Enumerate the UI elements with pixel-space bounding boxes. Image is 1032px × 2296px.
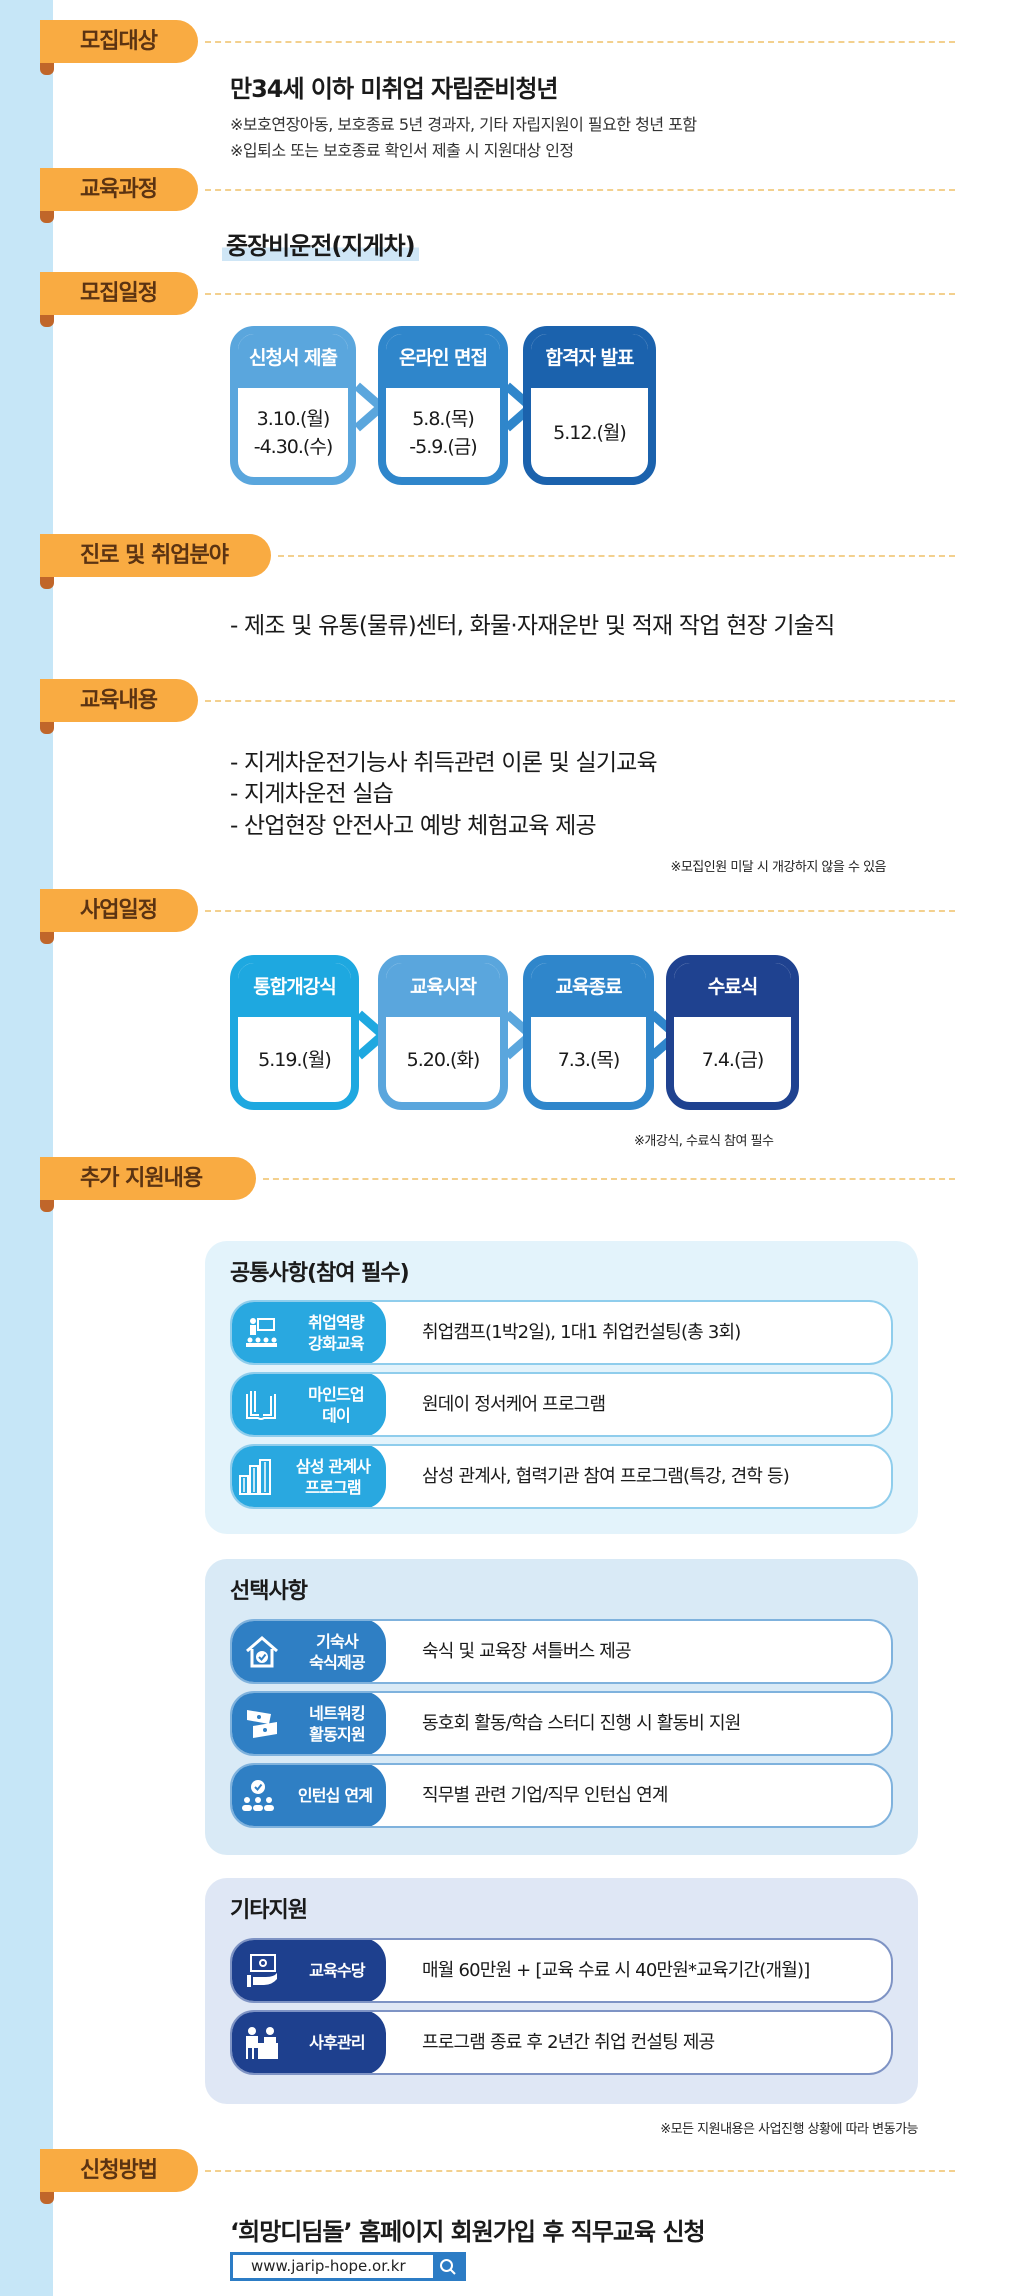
website-url[interactable]: www.jarip-hope.or.kr: [251, 2257, 406, 2275]
row-label: 취업역량 강화교육: [308, 1312, 364, 1353]
step-date: -4.30.(수): [253, 435, 334, 458]
recruit-step: 신청서 제출 3.10.(월) -4.30.(수): [230, 326, 356, 485]
section-tag-course: 교육과정: [40, 168, 198, 223]
support-row: 마인드업 데이 원데이 정서케어 프로그램: [230, 1372, 893, 1437]
panel-title: 기타지원: [230, 1898, 308, 1923]
recruit-step: 온라인 면접 5.8.(목) -5.9.(금): [378, 326, 508, 485]
support-row: 인턴십 연계 직무별 관련 기업/직무 인턴십 연계: [230, 1763, 893, 1828]
section-tag-apply: 신청방법: [40, 2149, 198, 2204]
row-label: 네트워킹 활동지원: [309, 1703, 365, 1744]
target-title: 만34세 이하 미취업 자립준비청년: [230, 75, 559, 103]
content-line: - 산업현장 안전사고 예방 체험교육 제공: [230, 813, 597, 839]
project-step: 통합개강식 5.19.(월): [230, 955, 359, 1110]
step-label: 수료식: [674, 963, 791, 1017]
content-line: - 지게차운전 실습: [230, 781, 394, 807]
row-description: 동호회 활동/학습 스터디 진행 시 활동비 지원: [422, 1713, 741, 1734]
content-line: - 지게차운전기능사 취득관련 이론 및 실기교육: [230, 750, 658, 776]
apply-title: ‘희망디딤돌’ 홈페이지 회원가입 후 직무교육 신청: [230, 2218, 706, 2246]
house-icon: [246, 1635, 278, 1667]
support-row: 삼성 관계사 프로그램 삼성 관계사, 협력기관 참여 프로그램(특강, 견학 …: [230, 1444, 893, 1509]
divider: [205, 41, 955, 43]
lecture-icon: [246, 1317, 277, 1347]
left-decorative-stripe: [0, 0, 53, 2296]
divider: [205, 189, 955, 191]
divider: [263, 1178, 955, 1180]
book-icon: [246, 1390, 276, 1420]
step-date: 5.19.(월): [258, 1048, 332, 1071]
divider: [278, 555, 955, 557]
step-date: 5.8.(목): [412, 407, 475, 430]
project-step: 교육종료 7.3.(목): [523, 955, 654, 1110]
step-date: 7.3.(목): [557, 1048, 621, 1071]
row-description: 프로그램 종료 후 2년간 취업 컨설팅 제공: [422, 2032, 715, 2053]
row-description: 매월 60만원 + [교육 수료 시 40만원*교육기간(개월)]: [422, 1960, 810, 1981]
course-title: 중장비운전(지게차): [222, 226, 419, 261]
panel-title: 선택사항: [230, 1579, 308, 1604]
support-row: 취업역량 강화교육 취업캠프(1박2일), 1대1 취업컨설팅(총 3회): [230, 1300, 893, 1365]
recruit-step: 합격자 발표 5.12.(월): [523, 326, 656, 485]
support-row: 네트워킹 활동지원 동호회 활동/학습 스터디 진행 시 활동비 지원: [230, 1691, 893, 1756]
step-date: -5.9.(금): [409, 435, 477, 458]
panel-title: 공통사항(참여 필수): [230, 1261, 410, 1286]
search-icon: [440, 2258, 456, 2275]
section-tag-extra-support: 추가 지원내용: [40, 1157, 256, 1212]
building-icon: [239, 1458, 271, 1495]
website-search-box[interactable]: www.jarip-hope.or.kr: [230, 2252, 466, 2281]
project-step: 교육시작 5.20.(화): [378, 955, 508, 1110]
divider: [205, 700, 955, 702]
consult-icon: [246, 2026, 278, 2059]
row-description: 취업캠프(1박2일), 1대1 취업컨설팅(총 3회): [422, 1322, 741, 1343]
step-date: 5.12.(월): [553, 421, 627, 444]
section-tag-recruit-schedule: 모집일정: [40, 272, 198, 327]
content-note: ※모집인원 미달 시 개강하지 않을 수 있음: [670, 860, 886, 875]
divider: [205, 293, 955, 295]
money-icon: [247, 1709, 277, 1738]
row-label: 마인드업 데이: [308, 1384, 364, 1425]
search-button[interactable]: [433, 2255, 463, 2278]
target-note: ※보호연장아동, 보호종료 5년 경과자, 기타 자립지원이 필요한 청년 포함: [230, 115, 697, 134]
step-label: 교육시작: [386, 963, 500, 1017]
row-label: 삼성 관계사 프로그램: [295, 1456, 371, 1497]
section-tag-target: 모집대상: [40, 20, 198, 75]
allowance-icon: [247, 1953, 277, 1987]
row-label: 인턴십 연계: [297, 1786, 373, 1805]
common-support-panel: 공통사항(참여 필수) 취업역량 강화교육 취업캠프(1박2일), 1대1 취업…: [205, 1241, 918, 1534]
step-label: 신청서 제출: [238, 334, 348, 388]
step-date: 3.10.(월): [256, 407, 331, 430]
step-date: 7.4.(금): [701, 1048, 765, 1071]
support-row: 기숙사 숙식제공 숙식 및 교육장 셔틀버스 제공: [230, 1619, 893, 1684]
step-label: 교육종료: [531, 963, 646, 1017]
course-title-text: 중장비운전(지게차): [222, 226, 419, 261]
career-text: - 제조 및 유통(물류)센터, 화물·자재운반 및 적재 작업 현장 기술직: [230, 613, 835, 639]
row-description: 직무별 관련 기업/직무 인턴십 연계: [422, 1785, 668, 1806]
row-label: 사후관리: [309, 2033, 365, 2052]
row-label: 기숙사 숙식제공: [309, 1631, 365, 1672]
row-label: 교육수당: [309, 1961, 365, 1980]
people-check-icon: [242, 1779, 274, 1811]
project-note: ※개강식, 수료식 참여 필수: [634, 1134, 774, 1149]
row-description: 삼성 관계사, 협력기관 참여 프로그램(특강, 견학 등): [422, 1466, 790, 1487]
section-tag-content: 교육내용: [40, 679, 198, 734]
step-label: 온라인 면접: [386, 334, 500, 388]
support-row: 교육수당 매월 60만원 + [교육 수료 시 40만원*교육기간(개월)]: [230, 1938, 893, 2003]
section-tag-career: 진로 및 취업분야: [40, 534, 271, 589]
section-tag-project-schedule: 사업일정: [40, 889, 198, 944]
other-support-panel: 기타지원 교육수당 매월 60만원 + [교육 수료 시 40만원*교육기간(개…: [205, 1878, 918, 2104]
support-note: ※모든 지원내용은 사업진행 상황에 따라 변동가능: [660, 2122, 918, 2137]
step-label: 합격자 발표: [531, 334, 648, 388]
project-step: 수료식 7.4.(금): [666, 955, 799, 1110]
divider: [205, 910, 955, 912]
row-description: 원데이 정서케어 프로그램: [422, 1394, 606, 1415]
step-label: 통합개강식: [238, 963, 351, 1017]
step-date: 5.20.(화): [406, 1048, 481, 1071]
support-row: 사후관리 프로그램 종료 후 2년간 취업 컨설팅 제공: [230, 2010, 893, 2075]
optional-support-panel: 선택사항 기숙사 숙식제공 숙식 및 교육장 셔틀버스 제공 네트워킹 활동지원…: [205, 1559, 918, 1855]
divider: [205, 2170, 955, 2172]
row-description: 숙식 및 교육장 셔틀버스 제공: [422, 1641, 632, 1662]
target-note: ※입퇴소 또는 보호종료 확인서 제출 시 지원대상 인정: [230, 141, 574, 160]
